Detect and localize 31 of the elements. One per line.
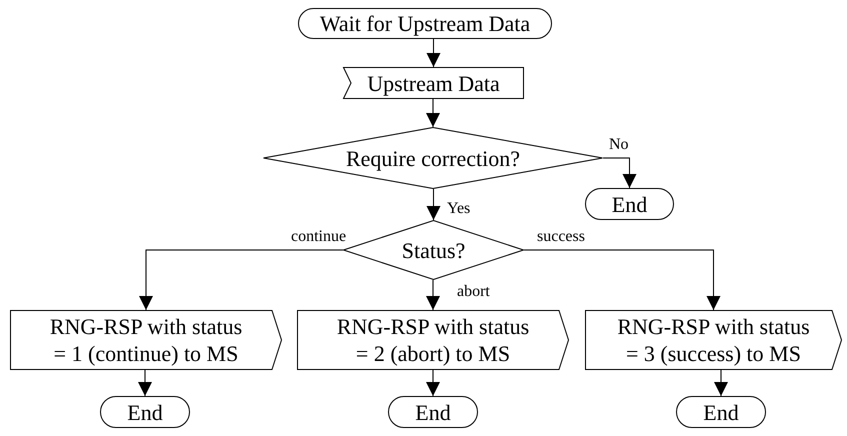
- node-text: RNG-RSP with status = 2 (abort) to MS: [336, 313, 530, 367]
- arrow: [426, 38, 440, 68]
- state-terminal: [298, 8, 552, 39]
- arrow: [714, 370, 728, 396]
- state-terminal: [585, 188, 674, 220]
- state-terminal: [100, 396, 190, 428]
- send-signal-box: [10, 310, 282, 370]
- receive-signal-box: [343, 67, 524, 99]
- node-text: Require correction?: [346, 144, 520, 172]
- arrow: [426, 280, 440, 310]
- node-text: End: [703, 398, 739, 426]
- arrow: [426, 98, 440, 128]
- node-text: RNG-RSP with status = 3 (success) to MS: [616, 313, 811, 367]
- arrow: [426, 188, 440, 220]
- arrow: [139, 250, 344, 310]
- node-text: End: [612, 190, 648, 218]
- node-text: Wait for Upstream Data: [320, 10, 530, 37]
- state-terminal: [388, 396, 478, 428]
- node-text: End: [127, 398, 163, 426]
- send-signal-box: [297, 310, 569, 370]
- node-text: End: [415, 398, 451, 426]
- arrow: [426, 370, 440, 396]
- arrow: [138, 370, 152, 396]
- node-text: Status?: [402, 236, 466, 264]
- send-signal-box: [585, 310, 842, 370]
- state-terminal: [676, 396, 766, 428]
- node-text: RNG-RSP with status = 1 (continue) to MS: [48, 313, 244, 367]
- decision-diamond: [263, 127, 603, 189]
- arrow: [524, 250, 720, 310]
- arrow: [602, 158, 636, 188]
- node-text: Upstream Data: [367, 70, 500, 96]
